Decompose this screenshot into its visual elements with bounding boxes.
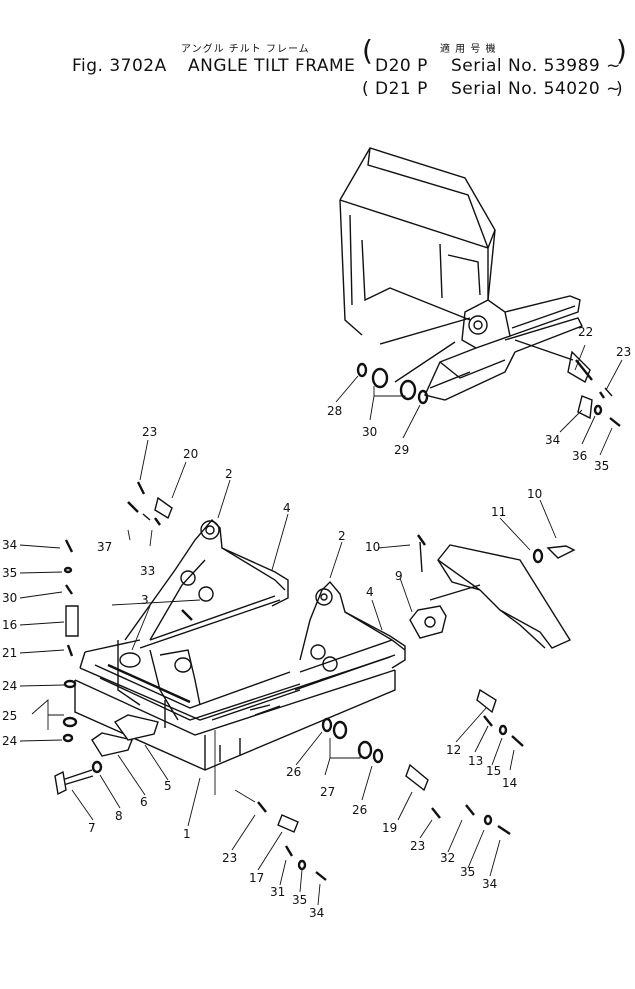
callout-35-c: 35 [460,865,475,879]
callout-30-a: 30 [2,591,17,605]
callout-30-b: 31 [270,885,285,899]
callout-8: 8 [115,809,123,823]
callout-35-b: 35 [292,893,307,907]
callout-24-a: 24 [2,679,17,693]
callout-15: 14 [502,776,517,790]
callout-35-a: 35 [2,566,17,580]
callout-23-c: 23 [410,839,425,853]
callout-3: 3 [141,593,149,607]
tractor-frame-bracket [339,147,583,401]
model-d21p: D21 P [375,79,428,99]
lower-hardware [54,481,524,881]
callout-7: 7 [88,821,96,835]
applicable-models-label: 適 用 号 機 [440,44,497,55]
callout-35-d: 36 [572,449,587,463]
callout-14: 13 [468,754,483,768]
callout-20: 20 [183,447,198,461]
callout-16: 15 [486,764,501,778]
callout-33: 34 [545,433,560,447]
callout-19: 19 [382,821,397,835]
callout-26-a: 26 [286,765,301,779]
callout-23-d: 23 [616,345,631,359]
callout-25: 25 [2,709,17,723]
callout-6: 6 [140,795,148,809]
bracket-close-1: ) [616,34,627,67]
callout-9: 9 [395,569,403,583]
model-d20p: D20 P [375,56,428,76]
callout-2-a: 2 [225,467,233,481]
serial-d21p: Serial No. 54020 ~ [451,79,621,99]
callout-36: 37 [97,540,112,554]
callout-2-b: 2 [338,529,346,543]
callout-28-a: 28 [327,404,342,418]
callout-34-b: 34 [309,906,324,920]
callout-13: 12 [446,743,461,757]
callout-5: 5 [164,779,172,793]
callout-leaders [19,344,623,906]
callout-34-a: 34 [2,538,17,552]
callout-1: 1 [183,827,191,841]
callout-26-b: 26 [352,803,367,817]
figure-number: Fig. 3702A [72,56,167,76]
callout-23-b: 23 [222,851,237,865]
callout-28-b: 29 [394,443,409,457]
callout-10: 10 [365,540,380,554]
bracket-close-2: ) [616,79,624,99]
callout-21: 22 [578,325,593,339]
callout-32: 33 [140,564,155,578]
bracket-open-2: ( [362,79,370,99]
swing-bracket-parts [409,534,576,649]
callout-29: 30 [362,425,377,439]
callout-18: 17 [249,871,264,885]
upper-pins-and-washers [356,339,621,427]
title-japanese: アングル チルト フレーム [181,44,310,55]
bracket-open-1: ( [362,34,373,67]
callout-4-b: 4 [366,585,374,599]
title-english: ANGLE TILT FRAME [188,56,356,76]
callout-17: 16 [2,618,17,632]
callout-11: 10 [527,487,542,501]
callout-23-a: 23 [142,425,157,439]
callout-34-d: 35 [594,459,609,473]
angle-tilt-frame [74,518,406,771]
callout-labels: 23 20 2 4 2 4 3 37 33 34 35 30 16 21 24 … [2,325,631,920]
callout-27: 27 [320,785,335,799]
callout-24-b: 24 [2,734,17,748]
callout-12: 11 [491,505,506,519]
callout-31: 32 [440,851,455,865]
callout-4-a: 4 [283,501,291,515]
callout-22: 21 [2,646,17,660]
callout-34-c: 34 [482,877,497,891]
serial-d20p: Serial No. 53989 ~ [451,56,621,76]
